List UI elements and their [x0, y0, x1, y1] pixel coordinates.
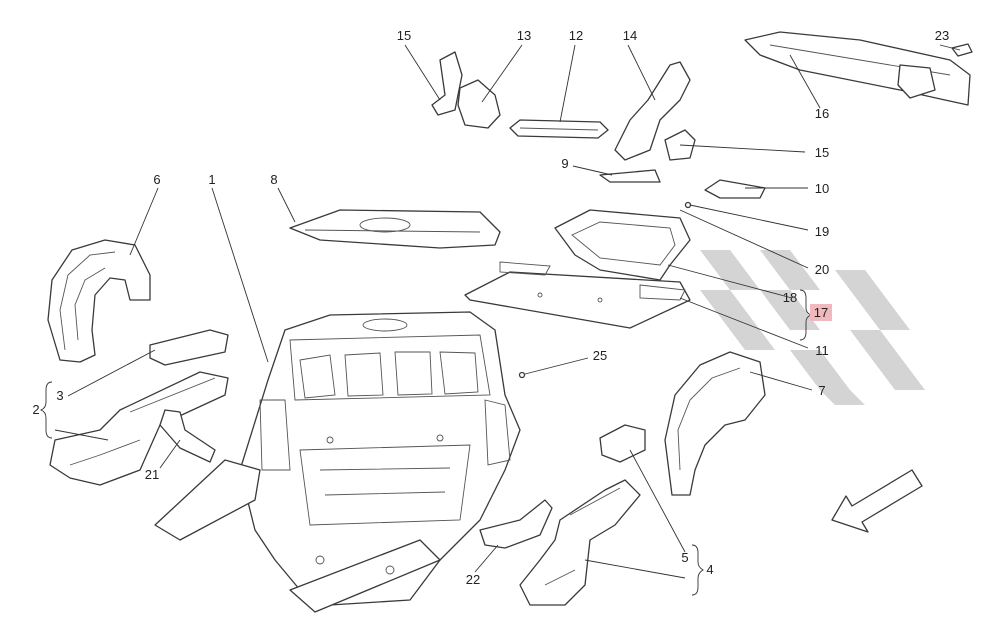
- callout-25[interactable]: 25: [593, 348, 607, 363]
- leader-lines: [54, 44, 961, 579]
- callout-3[interactable]: 3: [56, 388, 63, 403]
- part-13-bracket: [457, 79, 501, 129]
- part-23-clip: [951, 43, 973, 57]
- callout-11[interactable]: 11: [815, 343, 829, 358]
- callout-2[interactable]: 2: [32, 402, 39, 417]
- part-22-bracket: [479, 499, 553, 549]
- callout-15-right[interactable]: 15: [815, 145, 829, 160]
- callout-9[interactable]: 9: [561, 156, 568, 171]
- callout-17-highlight: [810, 304, 832, 321]
- part-14-pillar: [614, 61, 691, 161]
- callout-5[interactable]: 5: [681, 550, 688, 565]
- callout-19[interactable]: 19: [815, 224, 829, 239]
- part-right-wheelhouse: [664, 351, 766, 496]
- part-25-fastener: [518, 371, 526, 379]
- callout-18[interactable]: 18: [783, 290, 797, 305]
- part-left-wheelhouse: [47, 239, 151, 363]
- callout-4[interactable]: 4: [706, 562, 713, 577]
- part-12-crossmember: [509, 119, 609, 139]
- callout-6[interactable]: 6: [153, 172, 160, 187]
- callout-21[interactable]: 21: [145, 467, 159, 482]
- callout-22[interactable]: 22: [466, 572, 480, 587]
- callout-17[interactable]: 17: [814, 305, 828, 320]
- callout-16[interactable]: 16: [815, 106, 829, 121]
- part-19-fastener: [684, 201, 692, 209]
- part-21-bracket: [159, 409, 216, 463]
- part-spare-wheel-tub: [554, 209, 691, 281]
- callout-23[interactable]: 23: [935, 28, 949, 43]
- callout-20[interactable]: 20: [815, 262, 829, 277]
- part-rear-shelf: [289, 209, 501, 249]
- part-9-bracket: [599, 169, 661, 183]
- part-10-bracket: [704, 179, 766, 199]
- callout-1[interactable]: 1: [208, 172, 215, 187]
- part-16-rear-beam: [744, 31, 971, 106]
- callout-8[interactable]: 8: [270, 172, 277, 187]
- callout-15-upper[interactable]: 15: [397, 28, 411, 43]
- callout-10[interactable]: 10: [815, 181, 829, 196]
- callout-13[interactable]: 13: [517, 28, 531, 43]
- part-left-rail-assembly: [49, 329, 229, 486]
- callout-7[interactable]: 7: [818, 383, 825, 398]
- part-rear-body-assembly: [154, 311, 521, 613]
- brace-group-2: [39, 381, 53, 439]
- part-15-bracket-left: [431, 51, 463, 116]
- arrow-down-left-icon: [831, 469, 923, 533]
- part-right-rail-assembly: [519, 424, 646, 606]
- brace-group-4: [691, 544, 704, 596]
- part-floor-panel: [464, 261, 691, 329]
- callout-14[interactable]: 14: [623, 28, 637, 43]
- callout-12[interactable]: 12: [569, 28, 583, 43]
